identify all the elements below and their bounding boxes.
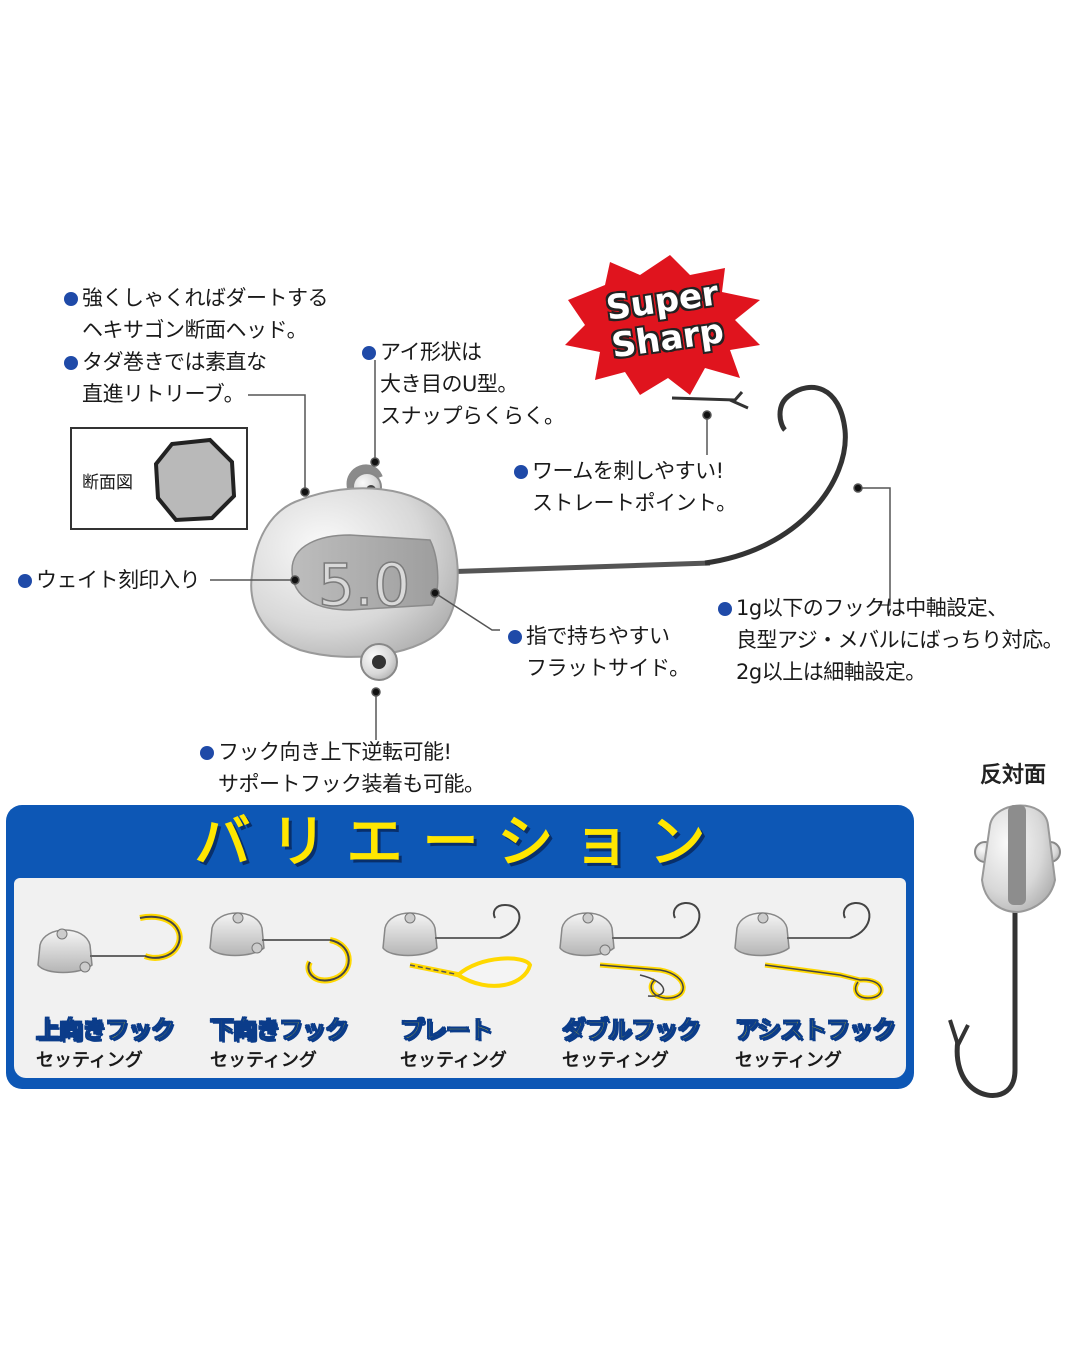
bullet-icon bbox=[718, 602, 732, 616]
bullet-icon bbox=[514, 465, 528, 479]
main-jig-head: 5.0 bbox=[250, 464, 459, 681]
callout-hook-wire: 1g以下のフックは中軸設定、 良型アジ・メバルにばっちり対応。 2g以上は細軸設… bbox=[718, 592, 1064, 688]
bullet-icon bbox=[64, 292, 78, 306]
variation-name-up-hook: 上向きフック bbox=[36, 1016, 176, 1045]
variation-sub-double-hook: セッティング bbox=[562, 1050, 669, 1071]
reverse-side-jig bbox=[948, 804, 1061, 1098]
callout-weight-stamp: ウェイト刻印入り bbox=[18, 564, 201, 596]
variation-sub-down-hook: セッティング bbox=[210, 1050, 317, 1071]
variation-name-plate: プレート bbox=[400, 1016, 494, 1045]
callout-leaders bbox=[210, 360, 891, 740]
variation-sub-plate: セッティング bbox=[400, 1050, 507, 1071]
callout-eye-shape: アイ形状は 大き目のU型。 スナップらくらく。 bbox=[362, 336, 565, 432]
variation-sub-up-hook: セッティング bbox=[36, 1050, 143, 1071]
reverse-side-label: 反対面 bbox=[980, 763, 1047, 788]
bullet-icon bbox=[200, 746, 214, 760]
main-jig-hook bbox=[439, 385, 848, 575]
bullet-icon bbox=[362, 346, 376, 360]
callout-flat-side: 指で持ちやすい フラットサイド。 bbox=[508, 620, 690, 684]
bullet-icon bbox=[18, 574, 32, 588]
bullet-icon bbox=[508, 630, 522, 644]
super-sharp-badge bbox=[565, 255, 760, 395]
callout-reversible-hook: フック向き上下逆転可能! サポートフック装着も可能。 bbox=[200, 736, 485, 800]
variations-title: バリエーション bbox=[194, 810, 726, 875]
hexagon-cross-section-icon bbox=[153, 437, 237, 523]
bullet-icon bbox=[64, 356, 78, 370]
callout-straight-retrieve: タダ巻きでは素直な 直進リトリーブ。 bbox=[64, 346, 267, 410]
variation-sub-assist-hook: セッティング bbox=[735, 1050, 842, 1071]
callout-hex-head: 強くしゃくればダートする ヘキサゴン断面ヘッド。 bbox=[64, 282, 329, 346]
cross-section-label: 断面図 bbox=[82, 473, 133, 493]
variation-name-double-hook: ダブルフック bbox=[562, 1016, 702, 1045]
variation-name-down-hook: 下向きフック bbox=[210, 1016, 350, 1045]
callout-straight-point: ワームを刺しやすい! ストレートポイント。 bbox=[514, 455, 737, 519]
variation-name-assist-hook: アシストフック bbox=[734, 1016, 896, 1045]
weight-stamp: 5.0 bbox=[318, 551, 410, 619]
